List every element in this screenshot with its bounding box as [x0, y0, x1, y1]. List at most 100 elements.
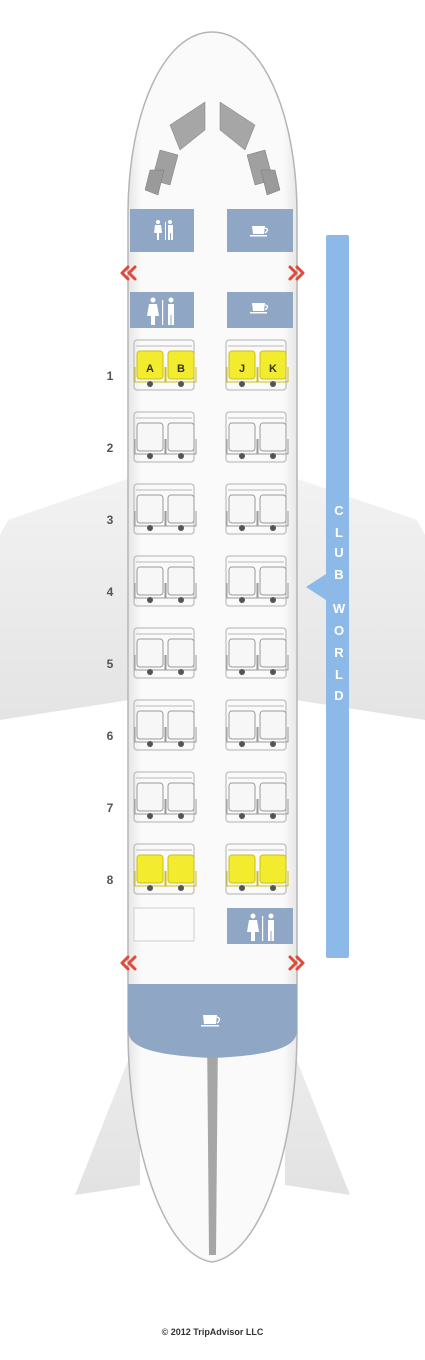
- seat-back: [167, 422, 195, 452]
- seat-letter: K: [269, 363, 277, 375]
- seat-control-icon: [147, 741, 153, 747]
- seat[interactable]: [165, 638, 197, 675]
- seat[interactable]: A: [134, 350, 166, 387]
- seat-letter: A: [146, 363, 154, 375]
- seat[interactable]: [134, 638, 166, 675]
- seat[interactable]: [226, 710, 258, 747]
- seat[interactable]: [226, 422, 258, 459]
- seat-back: [259, 854, 287, 884]
- seat-control-icon: [239, 885, 245, 891]
- row-number: 7: [106, 801, 114, 815]
- cabin-class-letter: R: [334, 645, 344, 660]
- seat[interactable]: [165, 854, 197, 891]
- row-number: 8: [106, 873, 114, 887]
- seat-control-icon: [178, 741, 184, 747]
- seat-row: [133, 843, 289, 895]
- seat[interactable]: [226, 854, 258, 891]
- cabin-class-letter: W: [332, 601, 346, 616]
- seat-back: [228, 638, 256, 668]
- seat-back: [167, 710, 195, 740]
- seat-back: [167, 494, 195, 524]
- exit-arrow-icon[interactable]: [288, 955, 305, 971]
- galley-icon: [250, 303, 269, 314]
- seat[interactable]: B: [165, 350, 197, 387]
- seat[interactable]: [257, 638, 289, 675]
- seat[interactable]: [165, 494, 197, 531]
- seat[interactable]: [226, 782, 258, 819]
- front-lavatory: [130, 209, 194, 252]
- cabin-class-letter: C: [334, 503, 344, 518]
- seat-back: [136, 566, 164, 596]
- seat-row: [133, 483, 289, 535]
- seat-back: [228, 350, 256, 380]
- row-number: 2: [106, 441, 114, 455]
- seat-control-icon: [270, 885, 276, 891]
- rear-lavatory: [227, 908, 293, 944]
- seat-control-icon: [270, 741, 276, 747]
- seat[interactable]: [257, 494, 289, 531]
- club-world-pointer: [306, 574, 326, 600]
- seat-back: [136, 494, 164, 524]
- seat[interactable]: [226, 494, 258, 531]
- seat[interactable]: [165, 782, 197, 819]
- seat-back: [228, 494, 256, 524]
- seat[interactable]: [165, 422, 197, 459]
- seat-back: [167, 566, 195, 596]
- seat[interactable]: [226, 638, 258, 675]
- seat-back: [136, 710, 164, 740]
- seat[interactable]: [226, 566, 258, 603]
- seat-back: [228, 782, 256, 812]
- seat-back: [136, 854, 164, 884]
- seat-back: [259, 494, 287, 524]
- seat-control-icon: [178, 381, 184, 387]
- seat-row: [133, 627, 289, 679]
- seat-control-icon: [147, 669, 153, 675]
- seat[interactable]: [257, 782, 289, 819]
- lavatory-icon: [247, 913, 274, 941]
- seat[interactable]: [165, 710, 197, 747]
- seat[interactable]: [257, 710, 289, 747]
- seat-control-icon: [147, 813, 153, 819]
- seat-back: [228, 854, 256, 884]
- club-world-band: [326, 235, 349, 958]
- seat-row: [133, 699, 289, 751]
- seat-back: [259, 638, 287, 668]
- seat[interactable]: [134, 422, 166, 459]
- seat[interactable]: [134, 494, 166, 531]
- row-number: 6: [106, 729, 114, 743]
- lavatory-icon: [147, 297, 174, 325]
- seat[interactable]: [257, 854, 289, 891]
- galley-icon: [250, 226, 269, 237]
- seat[interactable]: [134, 854, 166, 891]
- seat[interactable]: [257, 422, 289, 459]
- seat-control-icon: [239, 813, 245, 819]
- right-stabilizer: [285, 1030, 350, 1195]
- seat[interactable]: [165, 566, 197, 603]
- seat-back: [167, 638, 195, 668]
- exit-arrow-icon[interactable]: [120, 265, 137, 281]
- seat-back: [136, 350, 164, 380]
- seat[interactable]: K: [257, 350, 289, 387]
- left-wing: [0, 478, 130, 720]
- seat-letter: B: [177, 363, 185, 375]
- seat-control-icon: [147, 885, 153, 891]
- seat[interactable]: [257, 566, 289, 603]
- seat[interactable]: J: [226, 350, 258, 387]
- seat-back: [167, 782, 195, 812]
- seat-back: [167, 350, 195, 380]
- seat-row: [133, 555, 289, 607]
- exit-arrow-icon[interactable]: [120, 955, 137, 971]
- tail-fin: [207, 1030, 218, 1255]
- seat-control-icon: [178, 525, 184, 531]
- seat[interactable]: [134, 566, 166, 603]
- cabin-class-letter: U: [334, 545, 344, 560]
- seat-control-icon: [147, 381, 153, 387]
- seat-control-icon: [270, 525, 276, 531]
- exit-arrow-icon[interactable]: [288, 265, 305, 281]
- seat-control-icon: [239, 453, 245, 459]
- seat[interactable]: [134, 710, 166, 747]
- seat[interactable]: [134, 782, 166, 819]
- cabin-class-letter: O: [333, 623, 345, 638]
